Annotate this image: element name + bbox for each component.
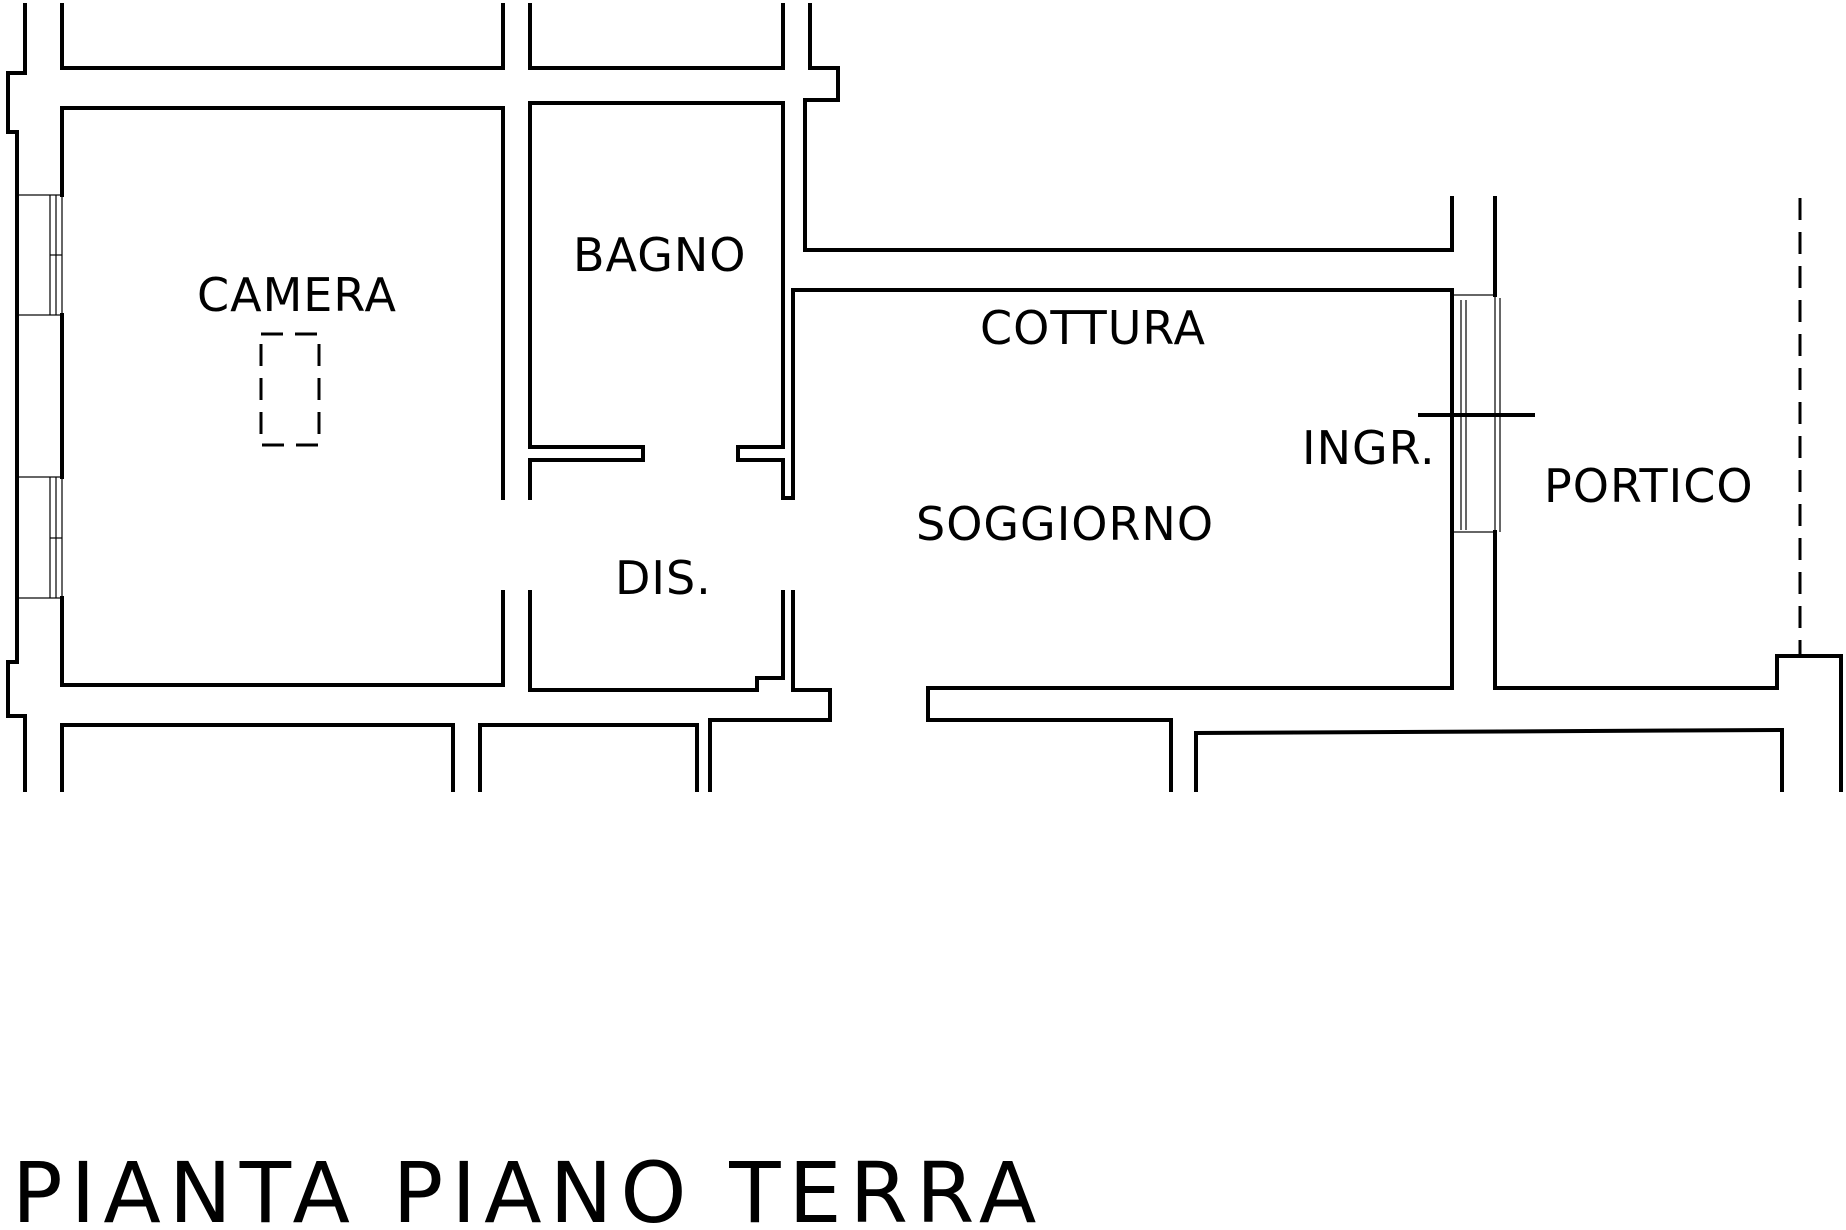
dis-south-wall (528, 590, 785, 692)
walls (6, 3, 1843, 792)
room-label-portico: PORTICO (1544, 459, 1754, 513)
top-neighbour-wall-1 (60, 3, 505, 70)
bed-outline (259, 332, 321, 447)
camera-south-wall (60, 590, 505, 687)
room-label-disimpegno: DIS. (615, 551, 712, 605)
left-outer-wall (6, 3, 27, 792)
room-labels: CAMERA BAGNO COTTURA INGR. PORTICO SOGGI… (197, 228, 1754, 605)
room-label-camera: CAMERA (197, 268, 397, 322)
bagno-walls (528, 101, 1454, 500)
top-neighbour-wall-3 (803, 3, 1454, 252)
bottom-neighbour-wall-2 (478, 723, 699, 792)
top-neighbour-wall-2 (528, 3, 785, 70)
windows (16, 194, 1535, 599)
room-label-soggiorno: SOGGIORNO (916, 497, 1214, 551)
dis-east-wall (708, 590, 832, 792)
room-label-bagno: BAGNO (573, 228, 746, 282)
room-label-ingresso: INGR. (1302, 421, 1436, 475)
camera-north-wall (60, 106, 505, 500)
portico-west-wall (1493, 530, 1843, 792)
plan-title: PIANTA PIANO TERRA (12, 1144, 1044, 1230)
room-label-cottura: COTTURA (980, 301, 1206, 355)
soggiorno-south-wall (926, 530, 1454, 792)
bottom-neighbour-wall-3 (1194, 727, 1784, 792)
bottom-neighbour-wall-1 (60, 723, 455, 792)
